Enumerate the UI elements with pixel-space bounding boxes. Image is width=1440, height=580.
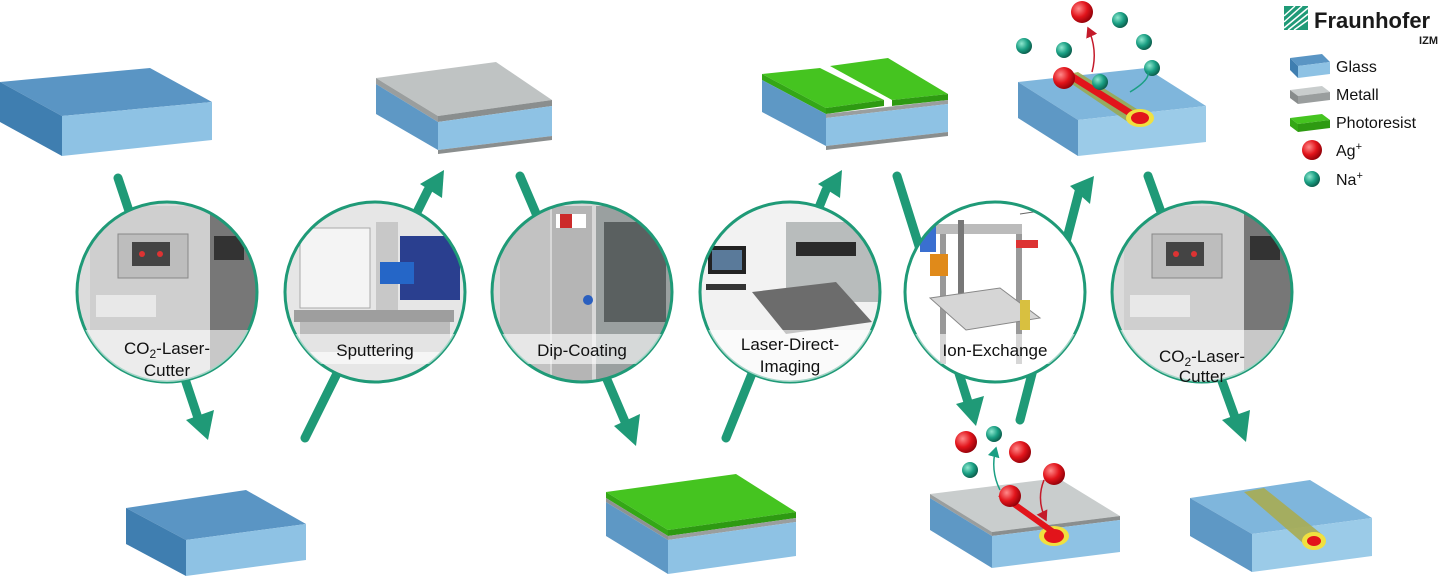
step-co2-laser-cutter-1: CO2-Laser- Cutter: [75, 200, 259, 384]
sodium-ion: [1092, 74, 1108, 90]
substrate-final-waveguide: [1190, 480, 1372, 572]
metal-layer-icon: [1290, 86, 1330, 104]
silver-ion: [999, 485, 1021, 507]
substrate-photoresist-patterned: [762, 58, 948, 150]
step-sputtering: Sputtering: [283, 200, 467, 384]
legend-label: Na: [1336, 172, 1357, 189]
sodium-ion: [1112, 12, 1128, 28]
sodium-ion: [986, 426, 1002, 442]
photoresist-layer-icon: [1290, 114, 1330, 132]
svg-text:Na+: Na+: [1336, 170, 1363, 189]
sodium-ion: [1016, 38, 1032, 54]
silver-ion: [1009, 441, 1031, 463]
legend-label: Metall: [1336, 87, 1379, 104]
sodium-ion: [1056, 42, 1072, 58]
silver-ion: [1043, 463, 1065, 485]
step-label: CO2-Laser-: [1159, 347, 1245, 369]
sodium-ion: [1144, 60, 1160, 76]
glass-layer-icon: [1290, 54, 1330, 78]
sodium-ion-icon: [1304, 171, 1320, 187]
ions-bottom: [955, 426, 1065, 522]
sodium-ion: [1136, 34, 1152, 50]
step-label: Cutter: [144, 361, 191, 380]
legend-label: Ag: [1336, 143, 1356, 160]
step-label: Laser-Direct-: [741, 335, 839, 354]
step-label: Cutter: [1179, 367, 1226, 386]
substrate-glass-cut: [126, 490, 306, 576]
legend-item-glass: Glass: [1290, 54, 1377, 78]
silver-ion: [955, 431, 977, 453]
step-label: Imaging: [760, 357, 820, 376]
substrate-ion-exchange-metal: [930, 478, 1120, 568]
brand-name: Fraunhofer: [1314, 8, 1431, 33]
substrate-ion-exchange-glass: [1018, 68, 1206, 156]
silver-ion: [1071, 1, 1093, 23]
svg-text:Ag+: Ag+: [1336, 141, 1362, 160]
legend-item-ag: Ag+: [1302, 140, 1362, 160]
fraunhofer-logo: Fraunhofer IZM: [1283, 5, 1438, 47]
legend: Glass Metall Photoresist Ag+ Na+: [1290, 54, 1417, 189]
substrate-glass-initial: [0, 68, 212, 156]
legend-label: Glass: [1336, 59, 1377, 76]
silver-ion-icon: [1302, 140, 1322, 160]
brand-sub: IZM: [1419, 35, 1438, 47]
substrate-glass-metal: [376, 62, 552, 154]
ions-top: [1016, 1, 1160, 93]
step-label: Dip-Coating: [537, 341, 627, 360]
legend-item-photoresist: Photoresist: [1290, 114, 1417, 132]
step-label: Sputtering: [336, 341, 414, 360]
step-ion-exchange: Ion-Exchange: [903, 200, 1087, 384]
legend-item-metall: Metall: [1290, 86, 1379, 104]
step-dip-coating: Dip-Coating: [490, 200, 674, 384]
sodium-ion: [962, 462, 978, 478]
legend-sup: +: [1356, 170, 1362, 182]
legend-label: Photoresist: [1336, 115, 1417, 132]
legend-item-na: Na+: [1304, 170, 1363, 189]
step-laser-direct-imaging: Laser-Direct- Imaging: [698, 200, 882, 384]
step-label: CO2-Laser-: [124, 339, 210, 361]
substrate-photoresist-coated: [606, 474, 796, 574]
step-co2-laser-cutter-2: CO2-Laser- Cutter: [1110, 200, 1294, 386]
legend-sup: +: [1356, 141, 1362, 153]
fraunhofer-logo-icon: [1283, 5, 1309, 31]
silver-ion: [1053, 67, 1075, 89]
step-label: Ion-Exchange: [943, 341, 1048, 360]
